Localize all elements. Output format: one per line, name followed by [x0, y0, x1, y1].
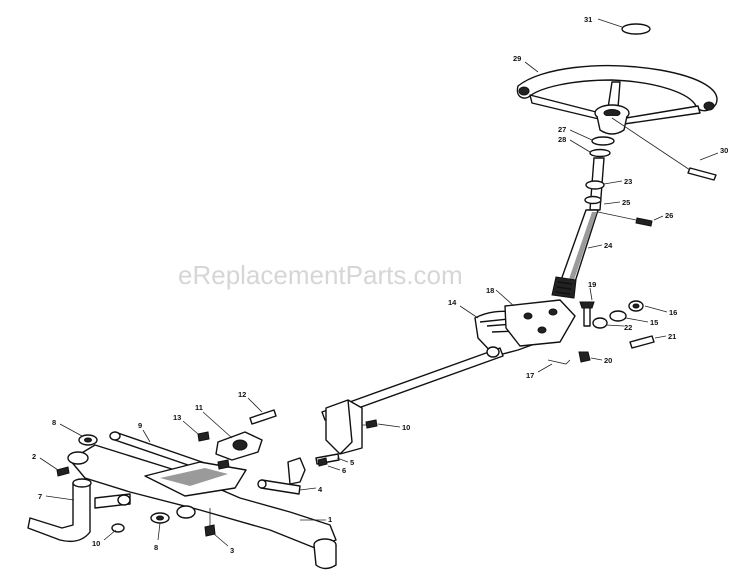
- steering-sector-group: [474, 299, 655, 365]
- callout-6: 6: [342, 466, 346, 475]
- callout-8-bottom: 8: [154, 543, 158, 552]
- spacer: [592, 317, 608, 329]
- callout-22: 22: [624, 323, 632, 332]
- callout-21: 21: [668, 332, 676, 341]
- spindle: [27, 482, 91, 543]
- callout-2: 2: [32, 452, 36, 461]
- callout-28: 28: [558, 135, 566, 144]
- callout-5: 5: [350, 458, 354, 467]
- callout-30: 30: [720, 146, 728, 155]
- set-screw: [635, 217, 653, 227]
- pivot-bracket: [287, 457, 306, 485]
- steering-bracket: [504, 299, 576, 347]
- callout-23: 23: [624, 177, 632, 186]
- adapter-ring: [591, 136, 615, 146]
- callout-7: 7: [38, 492, 42, 501]
- callout-27: 27: [558, 125, 566, 134]
- callout-26: 26: [665, 211, 673, 220]
- lock-nut: [578, 351, 591, 363]
- callout-18: 18: [486, 286, 494, 295]
- callout-1: 1: [328, 515, 332, 524]
- pivot-nut: [317, 457, 328, 467]
- callout-17: 17: [526, 371, 534, 380]
- callout-19: 19: [588, 280, 596, 289]
- flat-washer: [111, 523, 125, 533]
- callout-20: 20: [604, 356, 612, 365]
- callout-24: 24: [604, 241, 613, 250]
- hex-bolt: [629, 335, 655, 349]
- callout-29: 29: [513, 54, 521, 63]
- grease-fitting-left: [56, 466, 70, 477]
- callout-10-lower: 10: [92, 539, 100, 548]
- watermark: eReplacementParts.com: [178, 260, 463, 290]
- callout-31: 31: [584, 15, 592, 24]
- callout-13: 13: [173, 413, 181, 422]
- callout-10-upper: 10: [402, 423, 410, 432]
- callout-16: 16: [669, 308, 677, 317]
- callout-14: 14: [448, 298, 457, 307]
- spacer-ring: [589, 148, 611, 158]
- emblem-cap: [621, 23, 651, 35]
- grease-fitting-axle: [204, 524, 216, 537]
- callout-8-top: 8: [52, 418, 56, 427]
- callout-15: 15: [650, 318, 658, 327]
- drag-link-group: [321, 346, 504, 455]
- callout-11: 11: [195, 403, 203, 412]
- roll-pin: [687, 167, 717, 181]
- front-axle-group: [27, 431, 337, 570]
- drag-link: [321, 347, 504, 421]
- flange-bolt: [249, 409, 277, 425]
- flange-nut: [197, 431, 210, 442]
- callout-25: 25: [622, 198, 630, 207]
- callout-4: 4: [318, 485, 323, 494]
- grease-fitting: [365, 419, 378, 429]
- callout-12: 12: [238, 390, 246, 399]
- callout-group: 31 29 27 28 30 23 25 26 24 19 18 14 16 1…: [32, 15, 728, 555]
- carriage-bolt: [583, 305, 591, 327]
- callout-3: 3: [230, 546, 234, 555]
- pivot-parts-group: [197, 409, 340, 495]
- steering-wheel-group: [516, 23, 718, 181]
- callout-9: 9: [138, 421, 142, 430]
- cotter-pin: [547, 359, 571, 365]
- steering-column-group: [551, 157, 653, 299]
